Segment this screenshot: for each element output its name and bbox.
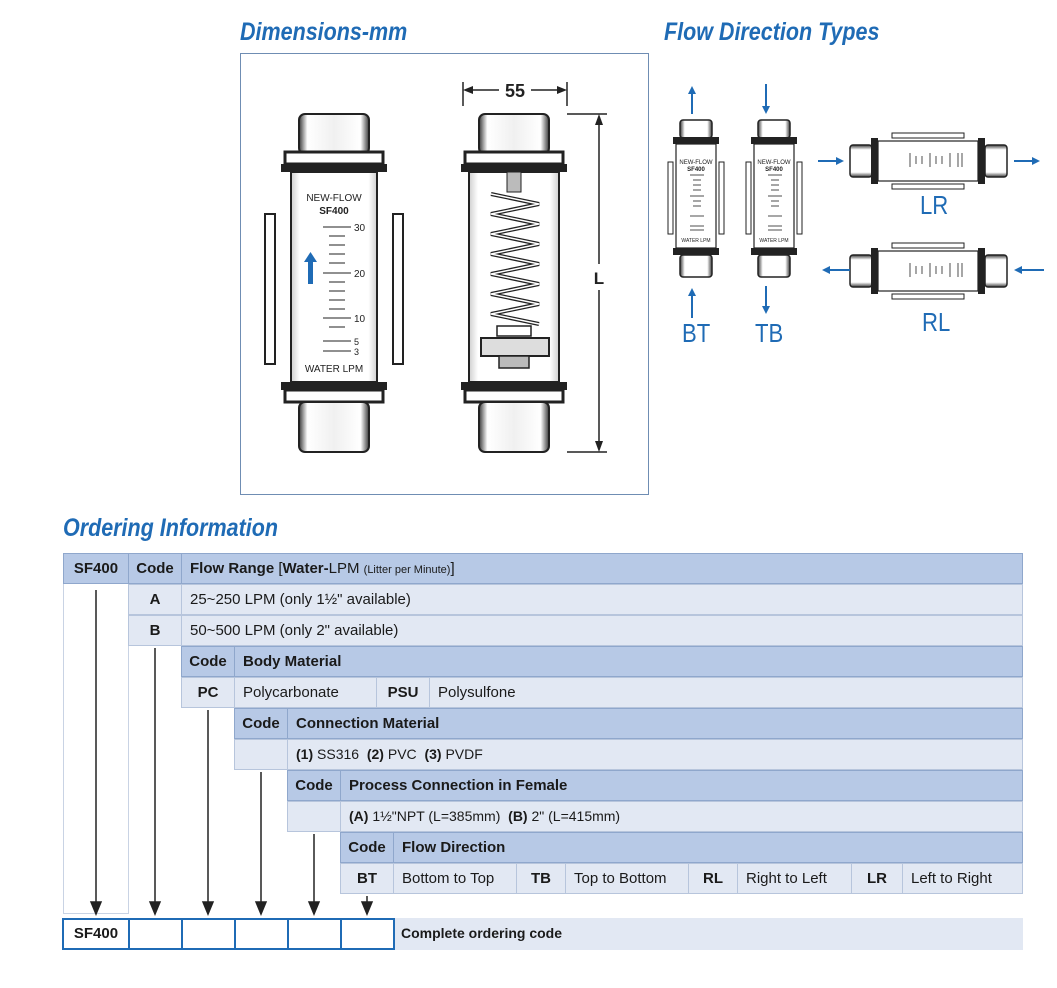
body-material-header: Body Material bbox=[234, 646, 1023, 677]
flow-range-code-header: Code bbox=[128, 553, 182, 584]
dimensions-drawing: NEW-FLOW SF400 30 20 10 5 bbox=[264, 81, 607, 453]
flow-range-note: (Litter per Minute) bbox=[363, 564, 451, 576]
body-material-code-pc: PC bbox=[181, 677, 235, 708]
fd-desc-lr: Left to Right bbox=[902, 863, 1023, 894]
fd-code-lr: LR bbox=[851, 863, 903, 894]
final-slot-flow-direction[interactable] bbox=[340, 918, 395, 950]
body-material-desc-psu: Polysulfone bbox=[429, 677, 1023, 708]
flow-direction-drawing: NEW-FLOW SF400 WATER LPM NEW-FLOW SF400 … bbox=[667, 84, 1044, 318]
label-tb: TB bbox=[755, 318, 784, 348]
tb-bottom-arrow-icon bbox=[762, 286, 770, 314]
final-slot-connection-material[interactable] bbox=[234, 918, 289, 950]
cm-desc-3: PVDF bbox=[445, 746, 483, 762]
tb-top-arrow-icon bbox=[762, 84, 770, 114]
bt-up-arrow-icon bbox=[688, 86, 696, 114]
fd-code-tb: TB bbox=[516, 863, 566, 894]
width-dimension: 55 bbox=[462, 81, 568, 106]
ordering-information-title: Ordering Information bbox=[63, 514, 278, 542]
tb-model: SF400 bbox=[765, 167, 783, 173]
model-label: SF400 bbox=[319, 206, 349, 217]
body-material-code-psu: PSU bbox=[376, 677, 430, 708]
flow-range-title: Flow Range bbox=[190, 560, 275, 577]
brand-label: NEW-FLOW bbox=[306, 193, 362, 204]
final-slot-process-connection[interactable] bbox=[287, 918, 342, 950]
fd-code-rl: RL bbox=[688, 863, 738, 894]
fd-desc-tb: Top to Bottom bbox=[565, 863, 689, 894]
flow-range-desc-b: 50~500 LPM (only 2" available) bbox=[181, 615, 1023, 646]
bt-brand: NEW-FLOW bbox=[679, 160, 713, 166]
flow-range-water: Water- bbox=[282, 560, 329, 577]
bt-bottom-arrow-icon bbox=[688, 288, 696, 318]
width-label: 55 bbox=[505, 81, 525, 101]
tick-10: 10 bbox=[354, 314, 366, 325]
rl-right-arrow-icon bbox=[1014, 266, 1044, 274]
tick-5: 5 bbox=[354, 337, 359, 347]
lr-left-arrow-icon bbox=[818, 157, 844, 165]
flow-range-bracket-close: ] bbox=[450, 560, 455, 577]
pc-desc-a: 1½"NPT (L=385mm) bbox=[372, 808, 501, 824]
tick-30: 30 bbox=[354, 223, 366, 234]
process-connection-options: (A) 1½"NPT (L=385mm) (B) 2" (L=415mm) bbox=[340, 801, 1023, 832]
flow-range-code-b: B bbox=[128, 615, 182, 646]
lr-unit bbox=[818, 132, 1040, 190]
connection-material-options: (1) SS316 (2) PVC (3) PVDF bbox=[287, 739, 1023, 770]
final-slot-flow-range[interactable] bbox=[128, 918, 183, 950]
rl-left-arrow-icon bbox=[822, 266, 850, 274]
tb-unit-label: WATER LPM bbox=[759, 238, 788, 244]
final-model-box: SF400 bbox=[62, 918, 130, 950]
cm-code-1: (1) bbox=[296, 746, 314, 762]
cm-desc-2: PVC bbox=[387, 746, 417, 762]
flow-range-lpm: LPM bbox=[328, 560, 360, 577]
dimensions-title: Dimensions-mm bbox=[240, 18, 408, 46]
complete-ordering-code-label: Complete ordering code bbox=[401, 925, 563, 941]
bt-unit: NEW-FLOW SF400 WATER LPM bbox=[667, 86, 725, 318]
label-bt: BT bbox=[682, 318, 711, 348]
complete-row-bg bbox=[393, 918, 1023, 950]
tb-unit: NEW-FLOW SF400 WATER LPM bbox=[745, 84, 803, 314]
unit-label: WATER LPM bbox=[305, 364, 363, 375]
connection-material-header: Connection Material bbox=[287, 708, 1023, 739]
cm-desc-1: SS316 bbox=[317, 746, 360, 762]
tick-20: 20 bbox=[354, 269, 366, 280]
process-connection-code-blank bbox=[287, 801, 341, 832]
label-rl: RL bbox=[922, 307, 951, 337]
label-lr: LR bbox=[920, 190, 949, 220]
pc-code-b: (B) bbox=[508, 808, 528, 824]
pc-desc-b: 2" (L=415mm) bbox=[531, 808, 621, 824]
connection-material-code-blank bbox=[234, 739, 288, 770]
cm-code-3: (3) bbox=[424, 746, 442, 762]
body-material-code-header: Code bbox=[181, 646, 235, 677]
model-code: SF400 bbox=[63, 553, 129, 584]
bt-unit-label: WATER LPM bbox=[681, 238, 710, 244]
length-dimension: L bbox=[567, 113, 607, 453]
bt-model: SF400 bbox=[687, 167, 705, 173]
flow-range-header: Flow Range [Water-LPM (Litter per Minute… bbox=[181, 553, 1023, 584]
flowmeter-section-view bbox=[461, 113, 567, 453]
flow-range-bracket-open: [ bbox=[278, 560, 283, 577]
final-slot-body-material[interactable] bbox=[181, 918, 236, 950]
fd-desc-bt: Bottom to Top bbox=[393, 863, 517, 894]
flow-direction-header: Flow Direction bbox=[393, 832, 1023, 863]
flow-range-code-a: A bbox=[128, 584, 182, 615]
dimensions-panel: NEW-FLOW SF400 30 20 10 5 bbox=[240, 53, 649, 495]
cm-code-2: (2) bbox=[366, 746, 384, 762]
pc-code-a: (A) bbox=[349, 808, 369, 824]
rl-unit bbox=[822, 242, 1044, 300]
process-connection-code-header: Code bbox=[287, 770, 341, 801]
tb-brand: NEW-FLOW bbox=[757, 160, 791, 166]
fd-desc-rl: Right to Left bbox=[737, 863, 852, 894]
ordering-connectors bbox=[89, 590, 374, 916]
connection-material-code-header: Code bbox=[234, 708, 288, 739]
flowmeter-front-view: NEW-FLOW SF400 30 20 10 5 bbox=[264, 113, 404, 453]
tick-3: 3 bbox=[354, 347, 359, 357]
flow-range-desc-a: 25~250 LPM (only 1½" available) bbox=[181, 584, 1023, 615]
body-material-desc-pc: Polycarbonate bbox=[234, 677, 377, 708]
lr-right-arrow-icon bbox=[1014, 157, 1040, 165]
flow-direction-types-title: Flow Direction Types bbox=[664, 18, 880, 46]
length-label: L bbox=[594, 269, 604, 288]
flow-up-arrow-icon bbox=[304, 252, 317, 284]
process-connection-header: Process Connection in Female bbox=[340, 770, 1023, 801]
